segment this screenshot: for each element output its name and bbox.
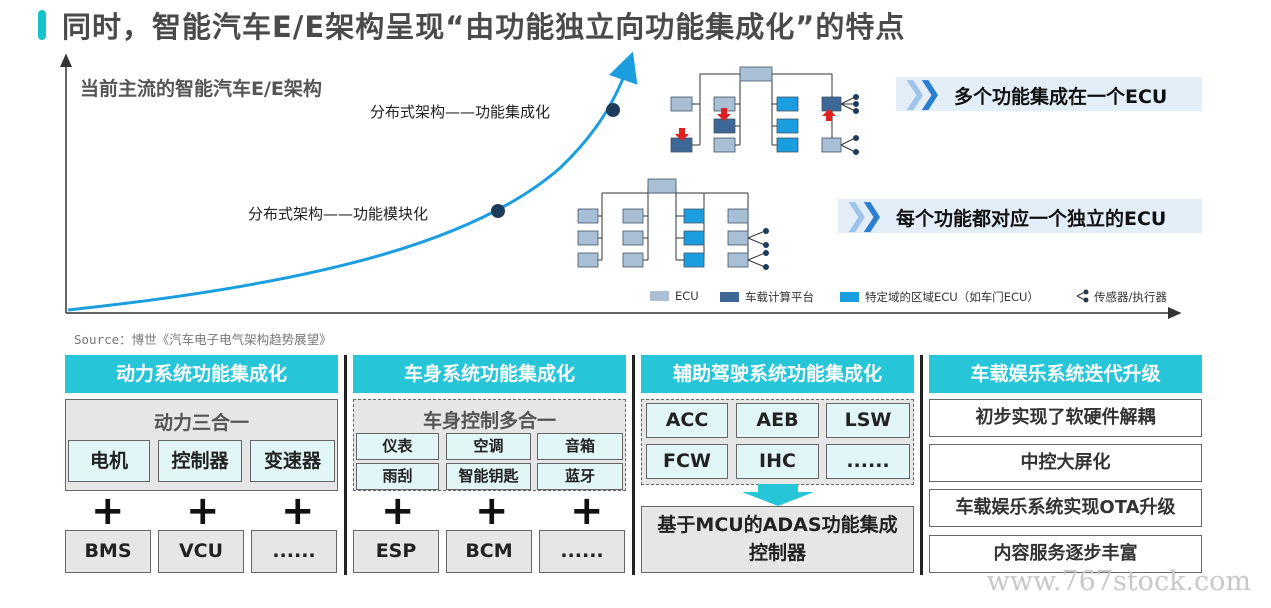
chevron-right-icon: ❯❯	[844, 198, 884, 233]
integrated-architecture-diagram	[692, 73, 856, 153]
power-group-title: 动力三合一	[153, 412, 249, 434]
callout-integrated: ❯❯ 多个功能集成在一个ECU	[896, 77, 1202, 111]
power-item: 变速器	[250, 440, 335, 482]
source-note: Source：博世《汽车电子电气架构趋势展望》	[74, 332, 332, 347]
point-modular	[491, 204, 505, 218]
legend-swatch	[650, 291, 669, 301]
info-item: 车载娱乐系统实现OTA升级	[929, 489, 1202, 527]
modular-architecture-diagram	[598, 186, 766, 268]
info-item: 中控大屏化	[929, 444, 1202, 482]
plus-sign: +	[281, 488, 315, 534]
adas-item: ACC	[646, 403, 728, 438]
legend-sensor-label: 传感器/执行器	[1094, 290, 1167, 304]
down-arrow-icon	[742, 484, 814, 506]
legend-swatch	[840, 292, 859, 302]
plus-sign: +	[186, 488, 220, 534]
power-item: 电机	[68, 440, 150, 482]
power-bottom-item: VCU	[158, 530, 244, 573]
callout-independent-text: 每个功能都对应一个独立的ECU	[896, 208, 1167, 230]
section-divider	[344, 355, 347, 575]
integration-arrows	[675, 108, 836, 141]
integrated-architecture-boxes	[670, 66, 842, 153]
modular-point-label: 分布式架构——功能模块化	[248, 205, 429, 223]
adas-item: FCW	[646, 444, 728, 479]
legend-sensor: 传感器/执行器	[1094, 289, 1167, 305]
section-divider	[632, 355, 635, 575]
integrated-point-label: 分布式架构——功能集成化	[370, 103, 551, 121]
body-item: 雨刮	[356, 463, 439, 490]
power-header: 动力系统功能集成化	[65, 355, 338, 393]
info-item: 初步实现了软硬件解耦	[929, 399, 1202, 437]
legend-swatch	[720, 292, 739, 302]
plus-sign: +	[570, 488, 604, 534]
adas-result: 基于MCU的ADAS功能集成控制器	[641, 506, 914, 573]
adas-item: LSW	[826, 403, 910, 438]
body-header: 车身系统功能集成化	[353, 355, 626, 393]
chart-subtitle: 当前主流的智能汽车E/E架构	[80, 78, 322, 100]
plus-sign: +	[381, 488, 415, 534]
power-item: 控制器	[158, 440, 242, 482]
legend-platform: 车载计算平台	[720, 289, 814, 305]
page-title: 同时，智能汽车E/E架构呈现“由功能独立向功能集成化”的特点	[62, 10, 906, 44]
info-item: 内容服务逐步丰富	[929, 535, 1202, 573]
modular-sensor-nodes	[763, 228, 769, 270]
plus-sign: +	[91, 488, 125, 534]
body-item: 空调	[446, 433, 531, 460]
callout-integrated-text: 多个功能集成在一个ECU	[954, 86, 1168, 108]
legend-ecu-label: ECU	[675, 289, 699, 303]
adas-item: ......	[826, 444, 910, 479]
power-bottom-item: ......	[251, 530, 337, 573]
point-integrated	[606, 103, 620, 117]
body-item: 仪表	[356, 433, 439, 460]
body-item: 智能钥匙	[446, 463, 531, 490]
integrated-sensor-nodes	[853, 94, 859, 155]
adas-item: AEB	[736, 403, 819, 438]
info-header: 车载娱乐系统迭代升级	[929, 355, 1202, 393]
watermark: www.767stock.com	[986, 566, 1251, 597]
callout-independent: ❯❯ 每个功能都对应一个独立的ECU	[838, 199, 1202, 233]
power-bottom-item: BMS	[65, 530, 151, 573]
body-group-title: 车身控制多合一	[422, 410, 556, 432]
legend-zone-ecu-label: 特定域的区域ECU（如车门ECU）	[865, 290, 1039, 304]
title-accent-bar	[38, 10, 46, 40]
body-bottom-item: ......	[539, 530, 625, 573]
chevron-right-icon: ❯❯	[902, 76, 942, 111]
legend-sensor-icon	[1076, 289, 1089, 303]
body-item: 音箱	[537, 433, 623, 460]
legend-platform-label: 车载计算平台	[745, 290, 814, 304]
adas-header: 辅助驾驶系统功能集成化	[641, 355, 914, 393]
ee-architecture-chart	[60, 51, 1182, 319]
legend-ecu: ECU	[650, 289, 699, 303]
body-bottom-item: ESP	[353, 530, 439, 573]
body-item: 蓝牙	[537, 463, 623, 490]
adas-item: IHC	[736, 444, 819, 479]
legend-zone-ecu: 特定域的区域ECU（如车门ECU）	[840, 289, 1039, 305]
body-bottom-item: BCM	[446, 530, 532, 573]
plus-sign: +	[475, 488, 509, 534]
modular-architecture-boxes	[577, 178, 749, 268]
section-divider	[920, 355, 923, 575]
